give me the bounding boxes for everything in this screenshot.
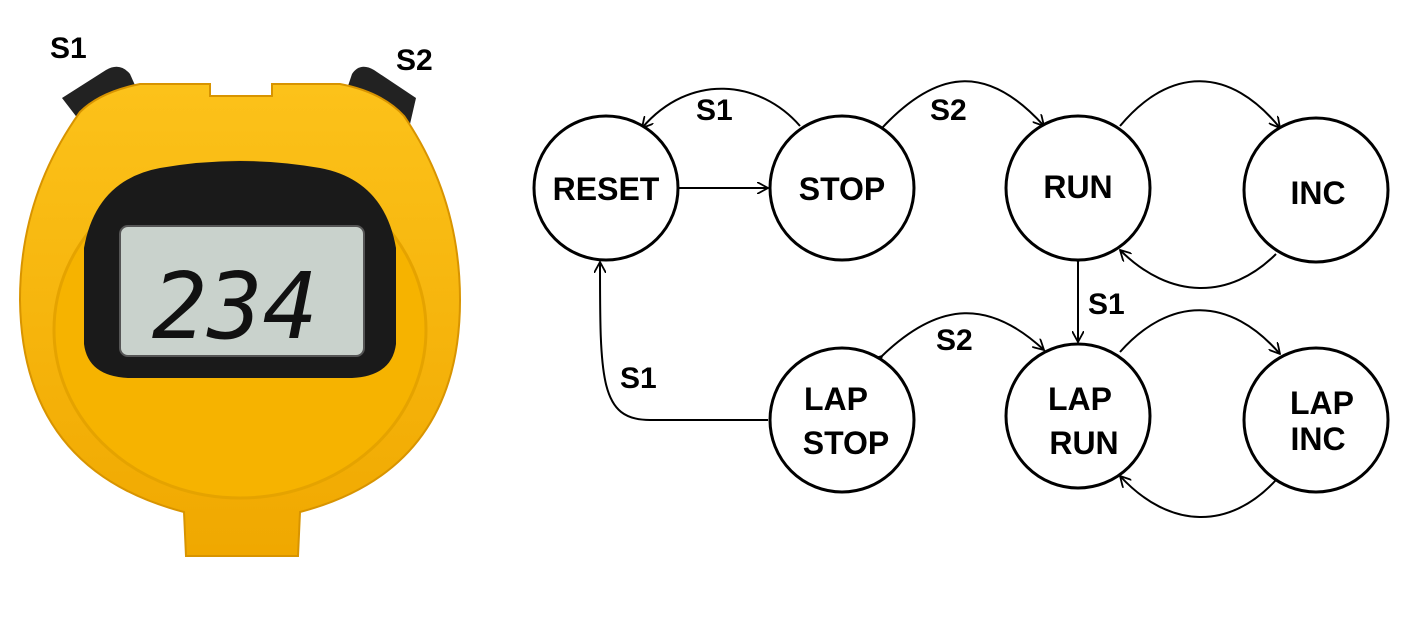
state-lap-run-label-line2: RUN: [1049, 425, 1118, 461]
edge-lap-run-lap-inc: [1119, 309, 1280, 354]
lcd-digits: 234: [152, 253, 318, 360]
state-lap-stop-label: LAP: [804, 381, 868, 417]
state-lap-stop: [768, 346, 916, 494]
state-lap-stop-label-line2: STOP: [803, 425, 890, 461]
edge-stop-reset-label: S1: [696, 94, 733, 127]
edge-run-lap-run-label: S1: [1088, 288, 1125, 321]
edge-stop-run: [882, 80, 1044, 128]
s1-button-label: S1: [50, 32, 87, 65]
edge-lap-stop-reset-label: S1: [620, 362, 657, 395]
edge-lap-stop-lap-run: [882, 312, 1044, 356]
edge-lap-stop-reset: [600, 262, 768, 421]
state-diagram: [532, 80, 1390, 518]
edge-run-inc: [1119, 80, 1280, 128]
state-run-label: RUN: [1043, 169, 1112, 205]
edge-lap-run-lap-stop-label: S2: [936, 324, 973, 357]
state-stop: [768, 114, 916, 262]
edge-inc-run: [1120, 250, 1277, 289]
state-lap-run-label: LAP: [1048, 381, 1112, 417]
state-inc: [1242, 116, 1390, 264]
state-inc-label: INC: [1290, 175, 1345, 211]
stopwatch: 234 S1 S2: [18, 32, 462, 557]
state-lap-run: [1004, 342, 1152, 490]
s2-button-label: S2: [396, 44, 433, 77]
edge-stop-reset: [642, 87, 801, 128]
state-stop-label: STOP: [799, 171, 886, 207]
state-lap-inc: [1242, 346, 1390, 494]
edge-stop-run-label: S2: [930, 94, 967, 127]
state-lap-inc-label: LAP: [1290, 385, 1354, 421]
state-reset-label: RESET: [553, 171, 660, 207]
state-run: [1004, 114, 1152, 262]
edge-lap-inc-lap-run: [1120, 476, 1277, 518]
state-reset: [532, 114, 680, 262]
state-lap-inc-label-line2: INC: [1290, 421, 1345, 457]
lcd-screen: [119, 225, 365, 357]
